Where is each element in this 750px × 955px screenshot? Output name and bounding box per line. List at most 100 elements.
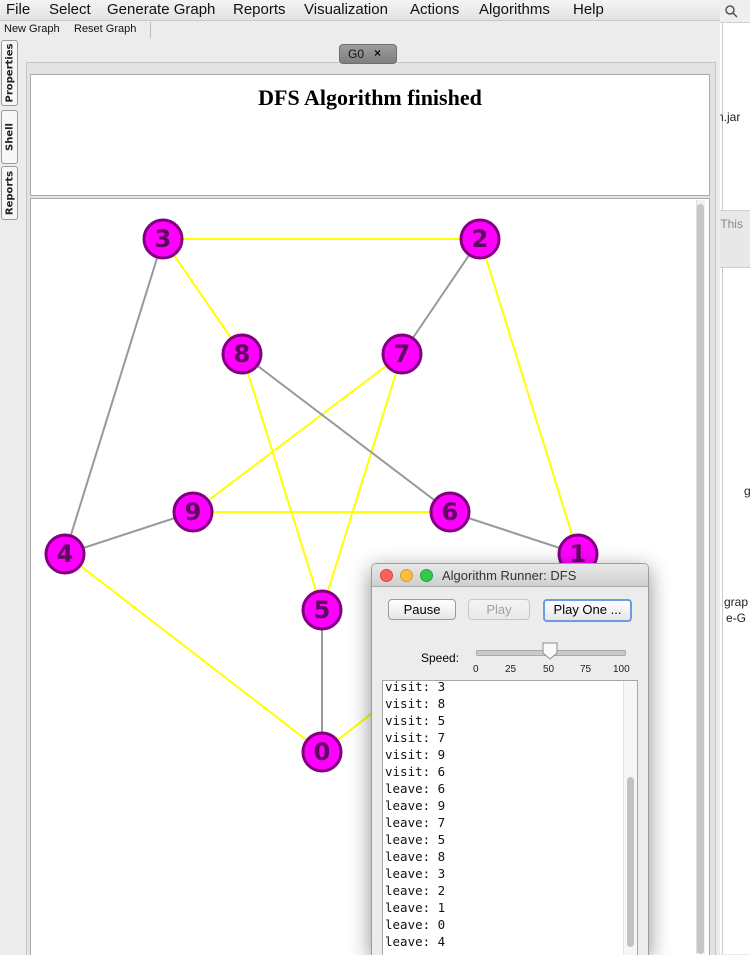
log-line: visit: 9	[385, 747, 446, 762]
speed-tick: 0	[473, 664, 479, 675]
node-circle[interactable]	[381, 333, 423, 375]
zoom-window-icon[interactable]	[420, 569, 433, 582]
edge-8-6[interactable]	[241, 353, 451, 513]
node-circle[interactable]	[172, 491, 214, 533]
node-4[interactable]: 4	[44, 533, 86, 575]
jar-text: n.jar	[720, 110, 741, 124]
pause-button[interactable]: Pause	[388, 599, 456, 620]
log-scroll-thumb[interactable]	[627, 777, 634, 947]
node-label: 8	[234, 340, 251, 368]
log-line: leave: 4	[385, 934, 446, 949]
log-line: leave: 5	[385, 832, 446, 847]
runner-titlebar[interactable]: Algorithm Runner: DFS	[372, 564, 648, 587]
search-icon	[725, 5, 738, 18]
node-label: 2	[472, 225, 489, 253]
tab-reports[interactable]: Reports	[1, 166, 18, 220]
runner-title: Algorithm Runner: DFS	[442, 568, 577, 583]
node-label: 7	[394, 340, 411, 368]
node-7[interactable]: 7	[381, 333, 423, 375]
tab-reports-label: Reports	[4, 170, 15, 216]
speed-tick: 50	[543, 664, 555, 675]
node-label: 0	[314, 738, 331, 766]
tab-shell-label: Shell	[4, 123, 15, 151]
node-2[interactable]: 2	[459, 218, 501, 260]
node-label: 4	[57, 540, 74, 568]
node-circle[interactable]	[429, 491, 471, 533]
node-circle[interactable]	[301, 731, 343, 773]
toolbar: New Graph Reset Graph	[0, 21, 720, 39]
tab-g0[interactable]: G0 ×	[339, 44, 397, 64]
right-panel-divider	[722, 0, 750, 954]
this-text: 'This	[720, 217, 743, 231]
node-3[interactable]: 3	[142, 218, 184, 260]
log-line: leave: 6	[385, 781, 446, 796]
toolbar-separator	[150, 22, 151, 38]
node-circle[interactable]	[301, 589, 343, 631]
node-circle[interactable]	[44, 533, 86, 575]
reset-graph-button[interactable]: Reset Graph	[74, 23, 137, 35]
menu-select[interactable]: Select	[49, 1, 91, 18]
right-text-g: g	[744, 484, 750, 498]
edge-8-5[interactable]	[241, 353, 323, 611]
speed-tick: 75	[580, 664, 592, 675]
speed-tick: 100	[613, 664, 630, 675]
node-0[interactable]: 0	[301, 731, 343, 773]
algorithm-runner-window: Algorithm Runner: DFS Pause Play Play On…	[371, 563, 649, 955]
node-8[interactable]: 8	[221, 333, 263, 375]
header-panel: DFS Algorithm finished	[30, 74, 710, 196]
edge-7-9[interactable]	[192, 353, 403, 513]
node-label: 3	[155, 225, 172, 253]
menu-file[interactable]: File	[6, 1, 31, 18]
edge-2-7[interactable]	[401, 238, 481, 355]
node-9[interactable]: 9	[172, 491, 214, 533]
edge-2-1[interactable]	[479, 238, 579, 555]
menu-algorithms[interactable]: Algorithms	[479, 1, 550, 18]
edge-9-4[interactable]	[64, 511, 194, 555]
log-line: leave: 1	[385, 900, 446, 915]
node-circle[interactable]	[221, 333, 263, 375]
right-panel-box: 'This	[720, 210, 750, 268]
menu-generate-graph[interactable]: Generate Graph	[107, 1, 216, 18]
tab-g0-label: G0	[348, 47, 365, 61]
log-line: leave: 3	[385, 866, 446, 881]
tab-shell[interactable]: Shell	[1, 110, 18, 164]
node-label: 5	[314, 596, 331, 624]
menu-visualization[interactable]: Visualization	[304, 1, 388, 18]
search-field[interactable]	[720, 0, 750, 23]
right-text-eg: e-G	[726, 611, 747, 625]
speed-tick: 25	[505, 664, 517, 675]
right-text-grap: grap	[724, 595, 749, 609]
node-circle[interactable]	[142, 218, 184, 260]
node-6[interactable]: 6	[429, 491, 471, 533]
close-icon[interactable]: ×	[374, 46, 382, 60]
edge-3-8[interactable]	[162, 238, 243, 355]
play-button[interactable]: Play	[468, 599, 530, 620]
menu-help[interactable]: Help	[573, 1, 604, 18]
edge-4-0[interactable]	[64, 553, 323, 753]
log-line: leave: 7	[385, 815, 446, 830]
log-line: visit: 7	[385, 730, 446, 745]
log-scrollbar[interactable]	[623, 681, 637, 955]
menu-reports[interactable]: Reports	[233, 1, 286, 18]
node-5[interactable]: 5	[301, 589, 343, 631]
edge-6-1[interactable]	[449, 511, 579, 555]
new-graph-button[interactable]: New Graph	[4, 23, 60, 35]
graph-scrollbar[interactable]	[694, 200, 706, 954]
edge-3-4[interactable]	[64, 238, 164, 555]
page-title: DFS Algorithm finished	[258, 85, 482, 110]
log-line: leave: 8	[385, 849, 446, 864]
graph-scroll-thumb[interactable]	[697, 204, 704, 954]
play-one-button[interactable]: Play One ...	[543, 599, 632, 622]
speed-slider-thumb[interactable]	[542, 642, 558, 660]
edge-7-5[interactable]	[321, 353, 403, 611]
minimize-window-icon[interactable]	[400, 569, 413, 582]
node-circle[interactable]	[459, 218, 501, 260]
close-window-icon[interactable]	[380, 569, 393, 582]
node-label: 1	[570, 540, 587, 568]
tab-properties[interactable]: Properties	[1, 40, 18, 106]
log-line: visit: 3	[385, 680, 446, 694]
menu-actions[interactable]: Actions	[410, 1, 460, 18]
